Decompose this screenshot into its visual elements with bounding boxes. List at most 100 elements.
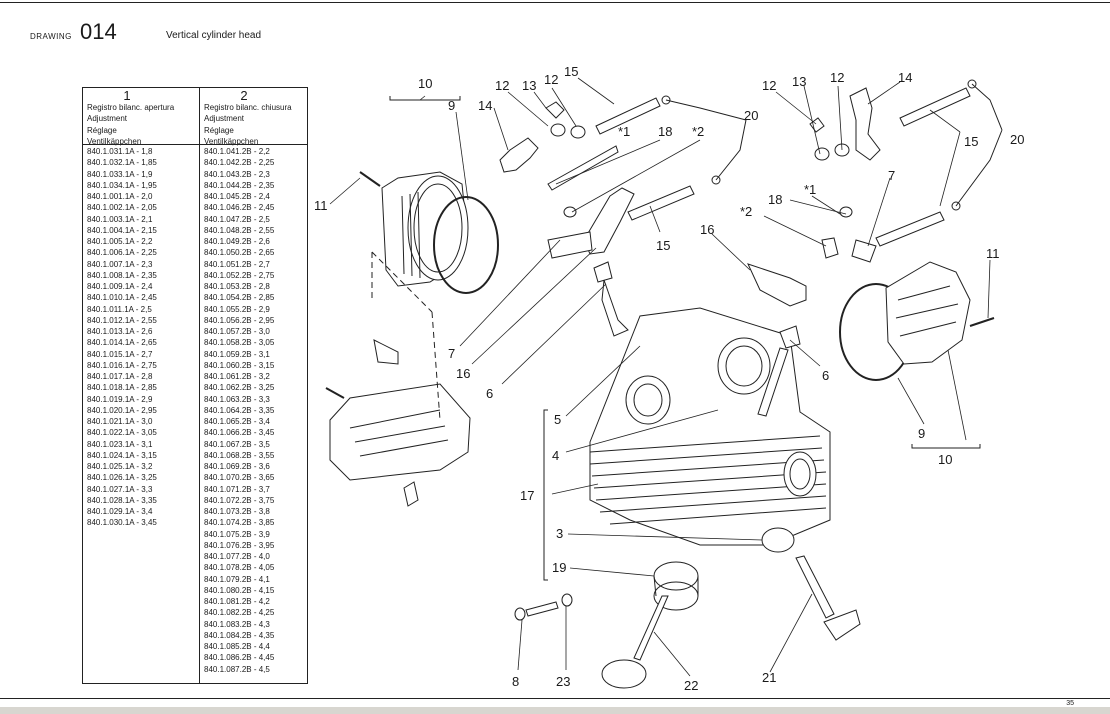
callout-22: 22 bbox=[684, 678, 698, 693]
rocker-group-right bbox=[747, 79, 977, 307]
col1-header-de: Ventilkäppchen bbox=[87, 136, 142, 146]
table-row: 840.1.086.2B - 4,45 bbox=[204, 653, 275, 663]
callout-19: 19 bbox=[552, 560, 566, 575]
top-rule bbox=[0, 2, 1110, 3]
bolt-lower-left bbox=[325, 387, 345, 399]
table-row: 840.1.069.2B - 3,6 bbox=[204, 462, 270, 471]
table-row: 840.1.087.2B - 4,5 bbox=[204, 664, 270, 674]
intake-manifold-right bbox=[885, 261, 971, 365]
cylinder-head bbox=[589, 307, 831, 546]
table-row: 840.1.026.1A - 3,25 bbox=[87, 473, 157, 483]
callout-5: 5 bbox=[554, 412, 561, 427]
callout-12: 12 bbox=[544, 72, 558, 87]
callout-7: 7 bbox=[888, 168, 895, 183]
table-row: 840.1.043.2B - 2,3 bbox=[204, 169, 270, 179]
table-row: 840.1.011.1A - 2,5 bbox=[87, 304, 152, 314]
col2-header-de: Ventilkäppchen bbox=[204, 136, 259, 146]
table-row: 840.1.031.1A - 1,8 bbox=[87, 147, 153, 156]
callout-14: 14 bbox=[898, 70, 912, 85]
table-row: 840.1.078.2B - 4,05 bbox=[204, 563, 275, 573]
bottom-rule bbox=[0, 698, 1110, 699]
table-row: 840.1.001.1A - 2,0 bbox=[87, 192, 153, 201]
col2-header-fr: Réglage bbox=[204, 125, 234, 135]
intake-manifold-left bbox=[381, 171, 469, 287]
callout-15: 15 bbox=[964, 134, 978, 149]
table-row: 840.1.041.2B - 2,2 bbox=[204, 147, 270, 156]
table-row: 840.1.082.2B - 4,25 bbox=[204, 608, 275, 618]
heat-shield-bracket bbox=[329, 339, 471, 507]
table-row: 840.1.081.2B - 4,2 bbox=[204, 597, 270, 606]
callout-18: 18 bbox=[658, 124, 672, 139]
table-row: 840.1.013.1A - 2,6 bbox=[87, 327, 153, 336]
drawing-title: Vertical cylinder head bbox=[166, 30, 262, 41]
table-row: 840.1.055.2B - 2,9 bbox=[204, 304, 270, 314]
table-row: 840.1.045.2B - 2,4 bbox=[204, 192, 270, 201]
page-number: 35 bbox=[1066, 700, 1074, 707]
table-row: 840.1.023.1A - 3,1 bbox=[87, 439, 153, 449]
drawing-number: 014 bbox=[80, 19, 117, 44]
table-row: 840.1.076.2B - 3,95 bbox=[204, 540, 275, 550]
table-row: 840.1.065.2B - 3,4 bbox=[204, 417, 270, 426]
table-row: 840.1.079.2B - 4,1 bbox=[204, 574, 270, 584]
table-col-1: 1 Registro bilanc. apertura Adjustment R… bbox=[87, 89, 197, 527]
table-header-rule bbox=[83, 144, 307, 145]
table-row: 840.1.008.1A - 2,35 bbox=[87, 270, 157, 280]
table-row: 840.1.017.1A - 2,8 bbox=[87, 372, 153, 381]
callout-20: 20 bbox=[744, 108, 758, 123]
table-row: 840.1.077.2B - 4,0 bbox=[204, 552, 270, 561]
col1-rows: 840.1.031.1A - 1,8 840.1.032.1A - 1,85 840… bbox=[87, 146, 157, 529]
table-row: 840.1.051.2B - 2,7 bbox=[204, 259, 270, 269]
table-row: 840.1.060.2B - 3,15 bbox=[204, 360, 275, 370]
table-row: 840.1.034.1A - 1,95 bbox=[87, 180, 157, 190]
callout-9: 9 bbox=[918, 426, 925, 441]
table-row: 840.1.030.1A - 3,45 bbox=[87, 518, 157, 528]
callout-13: 13 bbox=[792, 74, 806, 89]
table-row: 840.1.083.2B - 4,3 bbox=[204, 619, 270, 629]
callout-10: 10 bbox=[418, 76, 432, 91]
col2-header-en: Adjustment bbox=[204, 114, 245, 124]
star-1: *1 bbox=[618, 124, 630, 139]
table-row: 840.1.071.2B - 3,7 bbox=[204, 484, 270, 494]
callout-4: 4 bbox=[552, 448, 559, 463]
table-row: 840.1.025.1A - 3,2 bbox=[87, 462, 153, 471]
table-row: 840.1.047.2B - 2,5 bbox=[204, 214, 270, 224]
callout-15: 15 bbox=[656, 238, 670, 253]
callout-9: 9 bbox=[448, 98, 455, 113]
table-row: 840.1.058.2B - 3,05 bbox=[204, 338, 275, 348]
star-1: *1 bbox=[804, 182, 816, 197]
table-row: 840.1.074.2B - 3,85 bbox=[204, 518, 275, 528]
table-row: 840.1.063.2B - 3,3 bbox=[204, 394, 270, 404]
callout-12: 12 bbox=[495, 78, 509, 93]
table-row: 840.1.004.1A - 2,15 bbox=[87, 225, 157, 235]
table-row: 840.1.050.2B - 2,65 bbox=[204, 248, 275, 258]
table-row: 840.1.018.1A - 2,85 bbox=[87, 383, 157, 393]
table-row: 840.1.080.2B - 4,15 bbox=[204, 585, 275, 595]
table-row: 840.1.024.1A - 3,15 bbox=[87, 450, 157, 460]
table-row: 840.1.002.1A - 2,05 bbox=[87, 203, 157, 213]
table-row: 840.1.085.2B - 4,4 bbox=[204, 642, 270, 651]
table-row: 840.1.062.2B - 3,25 bbox=[204, 383, 275, 393]
callout-20: 20 bbox=[1010, 132, 1024, 147]
table-row: 840.1.021.1A - 3,0 bbox=[87, 417, 153, 426]
table-row: 840.1.067.2B - 3,5 bbox=[204, 439, 270, 449]
callout-18: 18 bbox=[768, 192, 782, 207]
table-row: 840.1.015.1A - 2,7 bbox=[87, 349, 153, 359]
col1-header-en: Adjustment bbox=[87, 114, 128, 124]
table-row: 840.1.022.1A - 3,05 bbox=[87, 428, 157, 438]
table-row: 840.1.027.1A - 3,3 bbox=[87, 484, 153, 494]
callout-13: 13 bbox=[522, 78, 536, 93]
table-row: 840.1.068.2B - 3,55 bbox=[204, 450, 275, 460]
table-row: 840.1.016.1A - 2,75 bbox=[87, 360, 157, 370]
table-row: 840.1.032.1A - 1,85 bbox=[87, 158, 157, 168]
table-row: 840.1.075.2B - 3,9 bbox=[204, 529, 270, 539]
table-row: 840.1.014.1A - 2,65 bbox=[87, 338, 157, 348]
callout-11: 11 bbox=[986, 246, 1000, 261]
drawing-label: DRAWING bbox=[30, 32, 72, 41]
table-row: 840.1.029.1A - 3,4 bbox=[87, 507, 153, 516]
rocker-group-left bbox=[499, 95, 721, 259]
callout-15: 15 bbox=[564, 64, 578, 79]
table-row: 840.1.053.2B - 2,8 bbox=[204, 282, 270, 291]
table-row: 840.1.028.1A - 3,35 bbox=[87, 495, 157, 505]
callout-14: 14 bbox=[478, 98, 492, 113]
